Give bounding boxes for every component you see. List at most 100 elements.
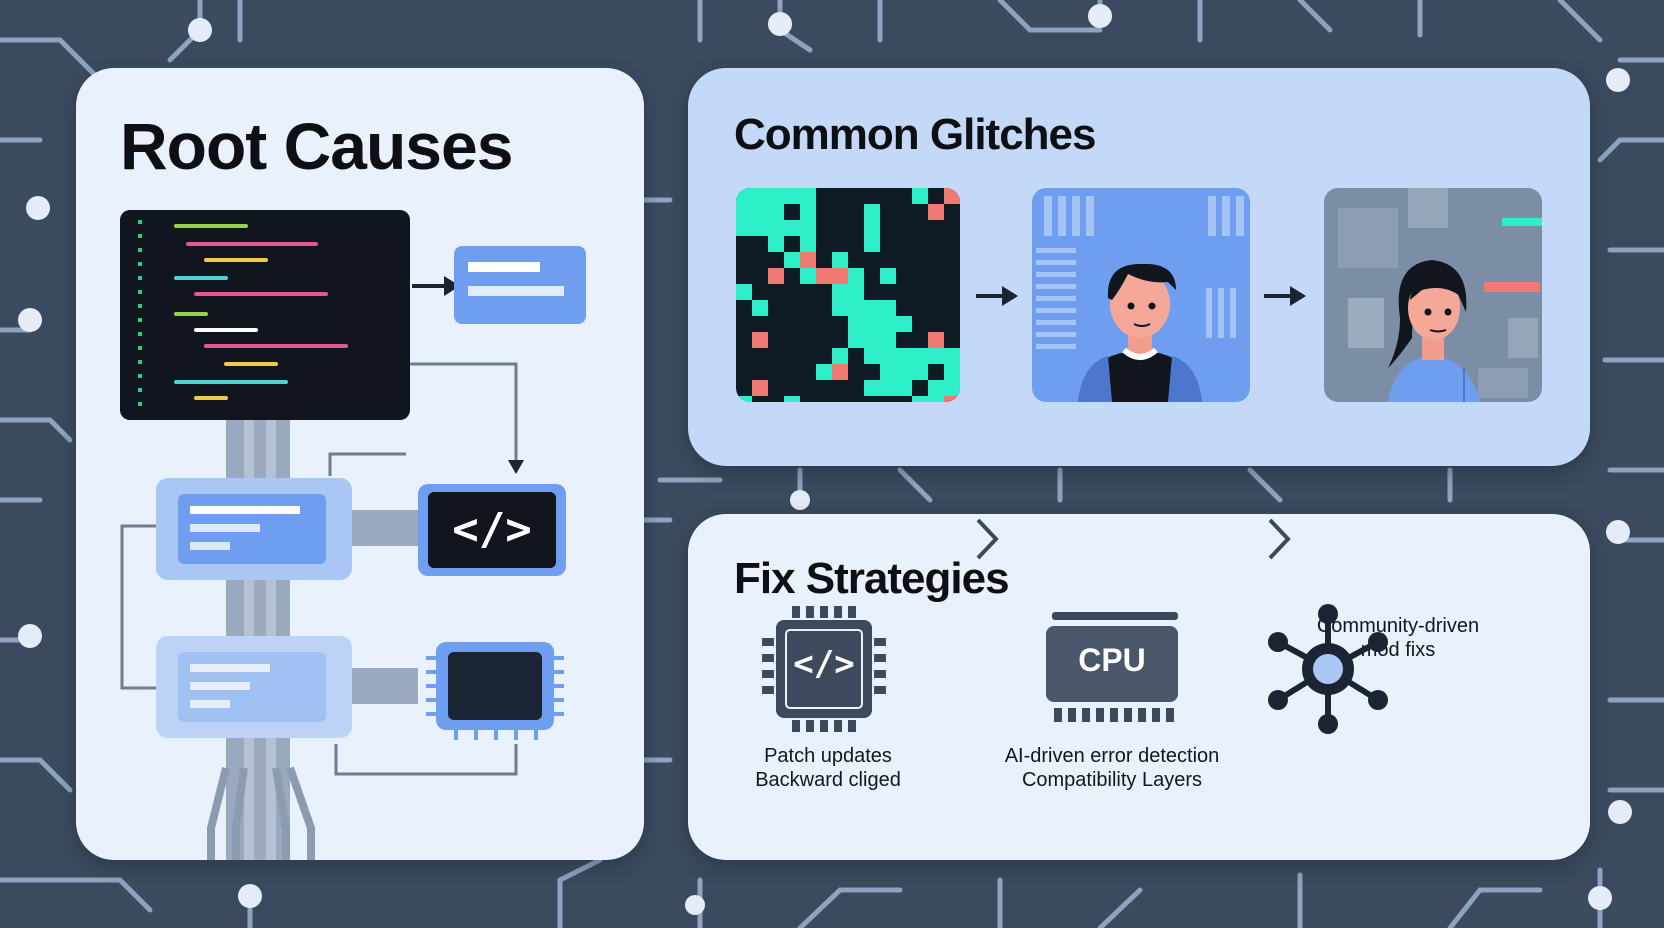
chevron-right-icon [976,518,999,560]
glitch-pixel [864,380,880,396]
glitch-pixel [800,236,816,252]
fix-caption: AI-driven error detection Compatibility … [972,744,1252,792]
glitch-pixel [752,380,768,396]
glitch-pixel [800,220,816,236]
glitch-pixel [768,220,784,236]
glitch-pixel [864,348,880,364]
glitch-pixel [912,396,928,402]
ui-card [454,246,586,324]
fix-caption: Patch updates Backward cliged [688,744,968,792]
chevron-right-icon [1268,518,1291,560]
glitch-pixel [928,348,944,364]
glitch-pixel [880,300,896,316]
code-terminal-window [120,210,410,420]
glitch-pixel [752,204,768,220]
glitch-pixel [832,348,848,364]
glitch-pixel [816,268,832,284]
glitch-pixel [928,204,944,220]
glitch-pixel [880,364,896,380]
glitch-pixel [864,332,880,348]
glitch-pixel [880,268,896,284]
glitch-pixel [768,268,784,284]
glitch-pixel [752,332,768,348]
glitch-pixel [752,188,768,204]
root-causes-title: Root Causes [120,109,513,183]
glitch-pixel [944,348,960,364]
glitch-pixel [912,364,928,380]
fix-item-community-mods: Community-driven mod fixs [1258,604,1538,734]
code-chip-icon [762,606,886,732]
glitch-pixel [832,284,848,300]
glitch-pixel [800,252,816,268]
glitch-pixel [880,316,896,332]
glitch-pixel [848,332,864,348]
glitch-pixel [768,204,784,220]
glitch-pixel [816,364,832,380]
code-chip-label: </> [793,644,855,684]
common-glitches-title: Common Glitches [734,110,1096,159]
glitch-pixel [848,316,864,332]
glitch-pixel [848,284,864,300]
glitch-pixel [736,396,752,402]
glitch-pixel [944,396,960,402]
glitch-pixel [848,300,864,316]
glitch-pixel [752,300,768,316]
microchip-icon [426,642,564,740]
glitch-pixel [832,300,848,316]
glitch-pixel [784,220,800,236]
glitch-pixel [944,188,960,204]
glitch-pixel [864,204,880,220]
fix-caption-line-2: Compatibility Layers [1021,769,1203,791]
glitch-pixel [896,364,912,380]
glitch-pixel [928,380,944,396]
cpu-label: CPU [1078,642,1146,678]
glitch-pixel [784,396,800,402]
glitch-pixel [848,268,864,284]
glitch-pixel [800,204,816,220]
glitch-pixel [896,380,912,396]
glitch-pixel [832,364,848,380]
glitch-pixel [736,204,752,220]
code-brackets-symbol: </> [452,504,532,555]
fix-item-ai-detection: CPU AI-driven error detection Compatibil… [972,604,1252,792]
glitch-pixel [928,332,944,348]
fix-caption-line-1: AI-driven error detection [1004,745,1220,767]
glitch-pixel [896,316,912,332]
glitch-pixel [912,188,928,204]
glitch-pixel [800,268,816,284]
glitch-pixel [832,252,848,268]
glitch-pixel [736,220,752,236]
glitch-pixel [832,268,848,284]
glitch-pixel [864,220,880,236]
fix-caption-line-1: Community-driven [1316,615,1480,637]
character-frame-man [1032,188,1250,402]
glitch-pixel [768,236,784,252]
glitch-pixel [944,364,960,380]
code-brackets-box [418,484,566,576]
glitch-pixel [800,188,816,204]
glitch-pixel [880,332,896,348]
glitch-pixel [880,380,896,396]
fix-item-patch-updates: </> Patch updates Backward cliged [688,604,968,792]
root-causes-panel: Root Causes [76,68,644,860]
glitch-pixel [768,188,784,204]
glitch-pixel [752,220,768,236]
glitch-pixel [896,348,912,364]
fix-strategies-title: Fix Strategies [734,554,1010,603]
glitch-progression-diagram [736,188,1542,402]
glitch-pixel [864,300,880,316]
fix-strategies-panel: Fix Strategies </> [688,514,1590,860]
glitch-pixel [880,348,896,364]
character-frame-woman [1324,188,1542,402]
glitch-pixel [864,236,880,252]
glitch-pixel [944,380,960,396]
glitch-pixel [912,348,928,364]
glitch-pixel [928,396,944,402]
pixel-glitch-frame [736,188,960,402]
glitch-pixel [864,316,880,332]
fix-caption-line-1: Patch updates [764,745,892,767]
glitch-pixel [784,188,800,204]
glitch-pixel [736,188,752,204]
glitch-pixel [736,284,752,300]
